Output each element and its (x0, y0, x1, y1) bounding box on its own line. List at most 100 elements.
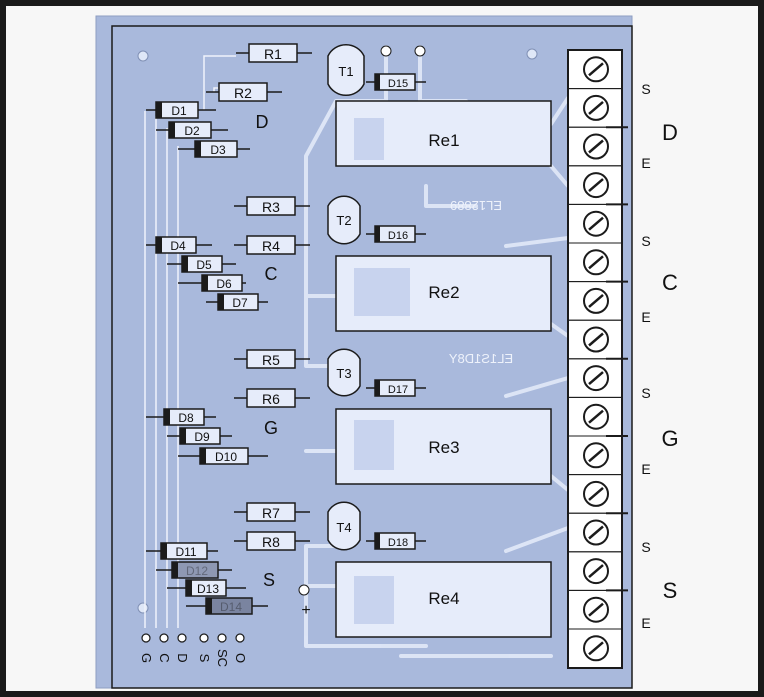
terminal-screw (567, 589, 623, 630)
input-pin: C (157, 633, 172, 663)
diode-d13: D13 (167, 579, 246, 597)
group-letter-c: C (265, 264, 278, 284)
board-ref-mid: EL1S1D8Y (449, 351, 514, 366)
resistor-label: R8 (262, 534, 280, 550)
terminal-screw (567, 358, 623, 398)
diode-d2: D2 (156, 121, 228, 139)
resistor-label: R4 (262, 238, 280, 254)
diode-d10: D10 (178, 447, 268, 465)
plus-sign: + (301, 602, 310, 619)
resistor-label: R5 (262, 352, 280, 368)
transistor-t3: T3 (327, 348, 361, 397)
resistor-r8: R8 (234, 531, 310, 551)
resistor-r6: R6 (234, 388, 310, 408)
terminal-screw (567, 88, 623, 128)
diode-label: D6 (216, 277, 232, 291)
diode-d8: D8 (146, 408, 216, 426)
resistor-r3: R3 (234, 196, 310, 216)
input-pin: G (139, 633, 154, 663)
resistor-label: R1 (264, 46, 282, 62)
group-side-label: C (662, 270, 678, 295)
diode-label: D17 (388, 384, 408, 396)
terminal-screw (567, 474, 623, 514)
terminal-label: E (641, 155, 650, 171)
group-side-label: D (662, 120, 678, 145)
input-pin-label: O (233, 653, 248, 663)
input-pin: S (197, 633, 212, 663)
transistor-t1: T1 (327, 44, 365, 96)
input-pin-label: C (157, 653, 172, 662)
transistor-t4: T4 (327, 501, 361, 551)
resistor-r7: R7 (234, 502, 310, 522)
relay-label: Re4 (428, 589, 459, 608)
group-side-label: G (661, 426, 678, 451)
diode-d18: D18 (366, 532, 426, 550)
diode-label: D4 (170, 239, 186, 253)
resistor-r5: R5 (234, 349, 310, 369)
diode-d9: D9 (167, 427, 232, 445)
input-pin: O (233, 633, 248, 663)
terminal-label: E (641, 615, 650, 631)
terminal-screw (567, 242, 623, 283)
relay-label: Re3 (428, 438, 459, 457)
relay-label: Re2 (428, 283, 459, 302)
input-pin-label: S (197, 654, 212, 663)
diode-d12: D12 (156, 561, 232, 579)
diode-label: D3 (210, 143, 226, 157)
resistor-label: R6 (262, 391, 280, 407)
diode-d11: D11 (146, 542, 218, 560)
terminal-screw (567, 435, 623, 476)
input-pin: SC (215, 633, 230, 667)
diode-d14: D14 (186, 597, 268, 615)
terminal-screw (567, 126, 623, 167)
terminal-screws (567, 49, 628, 669)
relay-re2: Re2 (335, 255, 552, 332)
diode-d16: D16 (366, 225, 426, 243)
terminal-screw (567, 319, 623, 360)
terminal-label: S (641, 385, 650, 401)
diode-label: D13 (197, 582, 219, 596)
mounting-hole (137, 50, 149, 62)
diode-d1: D1 (146, 101, 216, 119)
diode-label: D9 (194, 430, 210, 444)
input-pin-label: G (139, 653, 154, 663)
resistor-label: R3 (262, 199, 280, 215)
diode-label: D12 (186, 564, 208, 578)
group-letter-g: G (264, 418, 278, 438)
diode-label: D11 (175, 545, 196, 559)
diode-label: D18 (388, 537, 408, 549)
resistor-r1: R1 (236, 43, 312, 63)
resistor-r4: R4 (234, 235, 310, 255)
mounting-hole (526, 48, 538, 60)
relay-re1: Re1 (335, 100, 552, 167)
resistor-label: R2 (234, 85, 252, 101)
diode-label: D7 (232, 296, 248, 310)
pcb-diagram: Re1 Re2 Re3 Re4 EL12889 EL1S1D8Y T1 T2 T… (95, 15, 679, 689)
diode-label: D1 (171, 104, 187, 118)
diode-label: D2 (184, 124, 200, 138)
terminal-label: S (641, 81, 650, 97)
diode-label: D14 (220, 600, 242, 614)
input-pin-label: D (175, 653, 190, 662)
group-side-label: S (663, 578, 678, 603)
terminal-screw (567, 628, 623, 669)
input-pin-label: SC (215, 649, 230, 667)
pad (380, 45, 392, 57)
diode-d4: D4 (146, 236, 212, 254)
terminal-screw (567, 396, 623, 437)
diode-label: D8 (178, 411, 194, 425)
board-ref-top: EL12889 (450, 198, 502, 213)
power-pad (298, 584, 310, 596)
terminal-label: S (641, 539, 650, 555)
mounting-hole (137, 602, 149, 614)
terminal-screw (567, 203, 623, 244)
diode-d5: D5 (167, 255, 236, 273)
group-letter-s: S (263, 570, 275, 590)
diode-d15: D15 (366, 73, 426, 91)
relay-label: Re1 (428, 131, 459, 150)
terminal-label: S (641, 233, 650, 249)
transistor-label: T2 (336, 213, 351, 228)
board-outline (111, 25, 633, 689)
